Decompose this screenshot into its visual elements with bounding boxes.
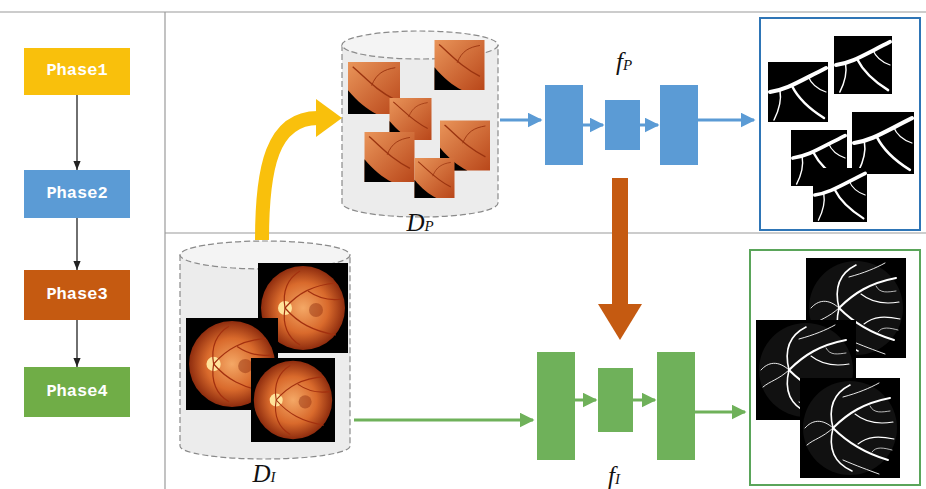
network-layer [545, 85, 583, 165]
arrow-shaft [612, 178, 628, 306]
flow-arrow [354, 419, 533, 422]
phase-label: Phase3 [46, 285, 107, 305]
fundus-image [251, 358, 335, 442]
vessel-patch [834, 36, 892, 94]
phase-label: Phase1 [46, 61, 107, 81]
math-label: DI [252, 459, 275, 489]
patch-network [500, 85, 754, 165]
flow-arrow [575, 399, 596, 402]
curved-arrow [262, 118, 318, 240]
patch-output-panel [760, 18, 920, 230]
arrow-head [316, 99, 342, 137]
network-layer [537, 352, 575, 460]
top-rule [0, 11, 926, 12]
phase1-arrow [262, 99, 342, 240]
network-layer [660, 85, 698, 165]
vessel-patch [813, 168, 867, 222]
arrow-head [598, 304, 642, 340]
phase-box: Phase4 [24, 367, 130, 417]
math-label: DP [406, 208, 433, 238]
phase-label: Phase2 [46, 184, 107, 204]
flow-arrow [76, 320, 77, 367]
image-patch [365, 132, 415, 182]
frame-lines [0, 12, 926, 489]
image-patch [435, 40, 485, 90]
output-frame [760, 18, 920, 230]
cylinder-body [180, 255, 350, 459]
flow-arrow [76, 218, 77, 270]
image-network [354, 352, 745, 460]
math-label: fP [616, 47, 632, 77]
image-output-panel [750, 250, 920, 485]
column-divider [164, 12, 165, 489]
patch-dataset-cylinder [342, 31, 498, 217]
phase-box: Phase1 [24, 48, 130, 95]
flow-arrow [76, 95, 77, 170]
vessel-patch [852, 112, 914, 174]
math-label: fI [608, 461, 620, 489]
phase-label: Phase4 [46, 382, 107, 402]
image-patch [415, 158, 455, 198]
phase-box: Phase2 [24, 170, 130, 218]
flow-arrow [633, 399, 655, 402]
phase3-arrow [598, 178, 642, 340]
network-layer [657, 352, 695, 460]
image-dataset-cylinder [180, 241, 350, 459]
vessel-patch [768, 62, 828, 122]
network-layer [598, 368, 633, 432]
network-layer [605, 100, 640, 150]
phase-box: Phase3 [24, 270, 130, 320]
flow-arrow [695, 411, 745, 414]
row-divider [165, 232, 926, 233]
flow-arrow [640, 124, 658, 127]
flow-arrow [583, 124, 603, 127]
vessel-map [800, 378, 900, 478]
flow-arrow [500, 119, 541, 122]
flow-arrow [698, 119, 754, 122]
output-frame [750, 250, 920, 485]
